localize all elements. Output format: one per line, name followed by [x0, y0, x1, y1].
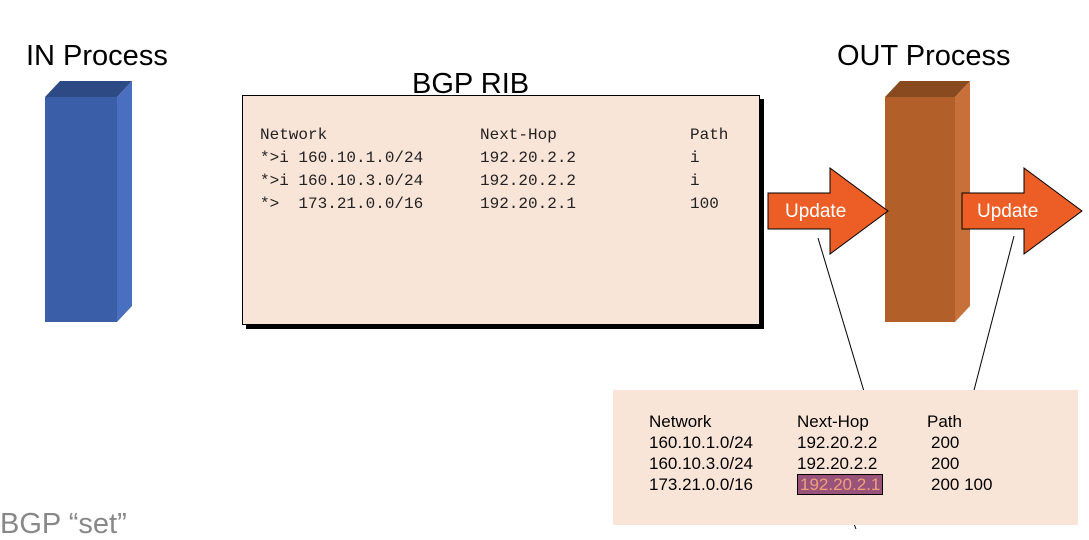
rib-header-row: Network Next-Hop Path	[260, 123, 728, 146]
rib-cell-network: *> 173.21.0.0/16	[260, 194, 424, 213]
out-row: 160.10.3.0/24 192.20.2.2 200	[649, 453, 992, 474]
rib-table: Network Next-Hop Path *>i 160.10.1.0/24 …	[260, 123, 728, 215]
out-cell-path: 200	[931, 453, 960, 473]
rib-cell-path: i	[690, 148, 700, 167]
rib-row: *> 173.21.0.0/16 192.20.2.1 100	[260, 192, 728, 215]
connector-line-2	[971, 235, 1015, 399]
out-process-title: OUT Process	[837, 40, 1011, 72]
highlighted-next-hop: 192.20.2.1	[797, 474, 884, 495]
out-header-row: Network Next-Hop Path	[649, 411, 992, 432]
rib-row: *>i 160.10.3.0/24 192.20.2.2 i	[260, 169, 728, 192]
rib-row: *>i 160.10.1.0/24 192.20.2.2 i	[260, 146, 728, 169]
in-process-pillar	[45, 81, 132, 322]
rib-cell-network: *>i 160.10.3.0/24	[260, 171, 424, 190]
update-arrow-2-label: Update	[977, 201, 1039, 222]
out-cell-network: 160.10.1.0/24	[649, 432, 753, 452]
out-cell-path: 200 100	[931, 474, 993, 494]
rib-header-network: Network	[260, 125, 328, 144]
out-cell-next-hop: 192.20.2.2	[797, 432, 878, 452]
rib-header-path: Path	[690, 125, 729, 144]
outbound-update-box: Network Next-Hop Path 160.10.1.0/24 192.…	[613, 390, 1078, 525]
rib-cell-next-hop: 192.20.2.2	[480, 171, 577, 190]
connector-line-1	[817, 237, 867, 399]
diagram-graphics	[45, 81, 1083, 529]
in-process-title: IN Process	[26, 40, 168, 72]
rib-cell-network: *>i 160.10.1.0/24	[260, 148, 424, 167]
rib-cell-next-hop: 192.20.2.1	[480, 194, 577, 213]
out-cell-network: 173.21.0.0/16	[649, 474, 753, 494]
out-cell-next-hop: 192.20.2.1	[795, 474, 927, 495]
update-arrow-2	[961, 167, 1083, 255]
update-arrow-1-label: Update	[785, 201, 847, 222]
out-cell-path: 200	[931, 432, 960, 452]
out-process-pillar	[885, 81, 970, 322]
out-cell-network: 160.10.3.0/24	[649, 453, 753, 473]
out-cell-next-hop: 192.20.2.2	[797, 453, 878, 473]
rib-cell-path: i	[690, 171, 700, 190]
out-header-next-hop: Next-Hop	[797, 411, 869, 431]
bgp-rib-box: Network Next-Hop Path *>i 160.10.1.0/24 …	[242, 95, 760, 325]
out-row: 173.21.0.0/16 192.20.2.1 200 100	[649, 474, 992, 495]
out-header-path: Path	[927, 411, 962, 431]
out-row: 160.10.1.0/24 192.20.2.2 200	[649, 432, 992, 453]
update-arrow-1	[767, 167, 889, 255]
bgp-rib-title: BGP RIB	[412, 68, 530, 100]
out-table: Network Next-Hop Path 160.10.1.0/24 192.…	[649, 411, 992, 495]
footer-text-fragment: BGP “set”	[0, 508, 127, 540]
out-header-network: Network	[649, 411, 712, 431]
rib-cell-path: 100	[690, 194, 719, 213]
rib-header-next-hop: Next-Hop	[480, 125, 557, 144]
rib-cell-next-hop: 192.20.2.2	[480, 148, 577, 167]
